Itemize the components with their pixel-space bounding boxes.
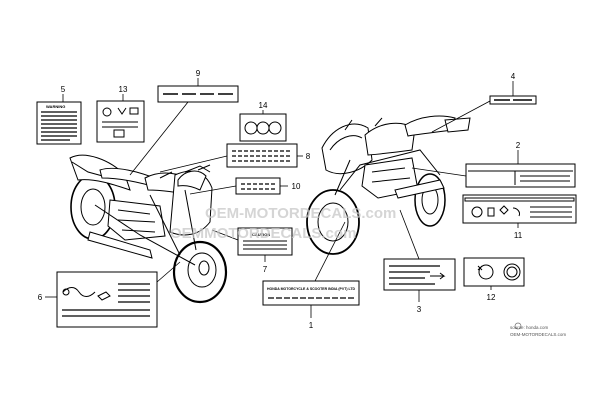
decal-13-icon-label — [96, 100, 145, 143]
callout-12: 12 — [487, 293, 496, 302]
decal-14-circles — [239, 113, 287, 142]
decal-6-label — [56, 271, 158, 328]
decal-5-warning-label: WARNING — [36, 101, 82, 145]
maker-plate-text: HONDA MOTORCYCLE & SCOOTER INDIA (PVT) L… — [267, 286, 355, 291]
helmet-icon — [117, 107, 127, 115]
source-text: source: honda.com — [510, 325, 549, 330]
decal-12-label — [463, 257, 525, 287]
logo-icon — [514, 322, 522, 330]
rider-icon — [512, 207, 520, 217]
book-icon — [129, 107, 139, 115]
watermark-text: OEM-MOTORDECALS.com — [205, 205, 396, 222]
callout-3: 3 — [417, 305, 422, 314]
watermark-text-2: OEMMOTORDECALS.com — [170, 225, 356, 242]
callout-4: 4 — [511, 72, 516, 81]
callout-1: 1 — [309, 321, 314, 330]
source-url: OEM-MOTORDECALS.com — [510, 332, 566, 337]
warning-text: WARNING — [46, 104, 65, 109]
decal-11-icon-label — [462, 194, 577, 224]
right-motorcycle — [306, 115, 471, 255]
callout-7: 7 — [263, 265, 268, 274]
decal-7-caution-label: CAUTION — [237, 227, 293, 256]
decal-10-label — [235, 177, 281, 195]
circle-icon — [244, 121, 258, 135]
callout-10: 10 — [292, 182, 301, 191]
callout-6: 6 — [38, 293, 43, 302]
callout-11: 11 — [514, 231, 523, 240]
fuel-icon — [471, 206, 483, 218]
circle-icon — [478, 264, 494, 280]
decal-1-maker-plate: HONDA MOTORCYCLE & SCOOTER INDIA (PVT) L… — [262, 280, 360, 306]
decal-9-strip — [157, 85, 239, 103]
caution-text: CAUTION — [252, 232, 270, 237]
decal-8-label — [226, 143, 298, 168]
left-motorcycle — [69, 154, 228, 304]
oil-icon — [487, 207, 495, 217]
box-icon — [113, 129, 125, 138]
decal-3-label — [383, 258, 456, 291]
callout-numbers: 5 13 9 14 8 10 7 6 1 4 2 11 3 12 — [38, 69, 523, 330]
watermark: OEM-MOTORDECALS.com OEMMOTORDECALS.com — [170, 205, 396, 242]
callout-8: 8 — [306, 152, 311, 161]
gauge-icon — [102, 107, 112, 117]
circle-icon — [268, 121, 282, 135]
warning-icon — [499, 205, 509, 215]
source-stamp: source: honda.com OEM-MOTORDECALS.com — [510, 322, 566, 337]
callout-2: 2 — [516, 141, 521, 150]
decal-2-label — [465, 163, 576, 188]
arrow-icon — [430, 272, 446, 280]
key-icon — [62, 287, 96, 297]
decal-4-strip — [489, 95, 537, 105]
callout-5: 5 — [61, 85, 66, 94]
callout-9: 9 — [196, 69, 201, 78]
callout-14: 14 — [259, 101, 268, 110]
leader-lines — [45, 78, 519, 318]
wrench-icon — [97, 291, 111, 301]
circle-icon — [256, 121, 270, 135]
callout-13: 13 — [119, 85, 128, 94]
